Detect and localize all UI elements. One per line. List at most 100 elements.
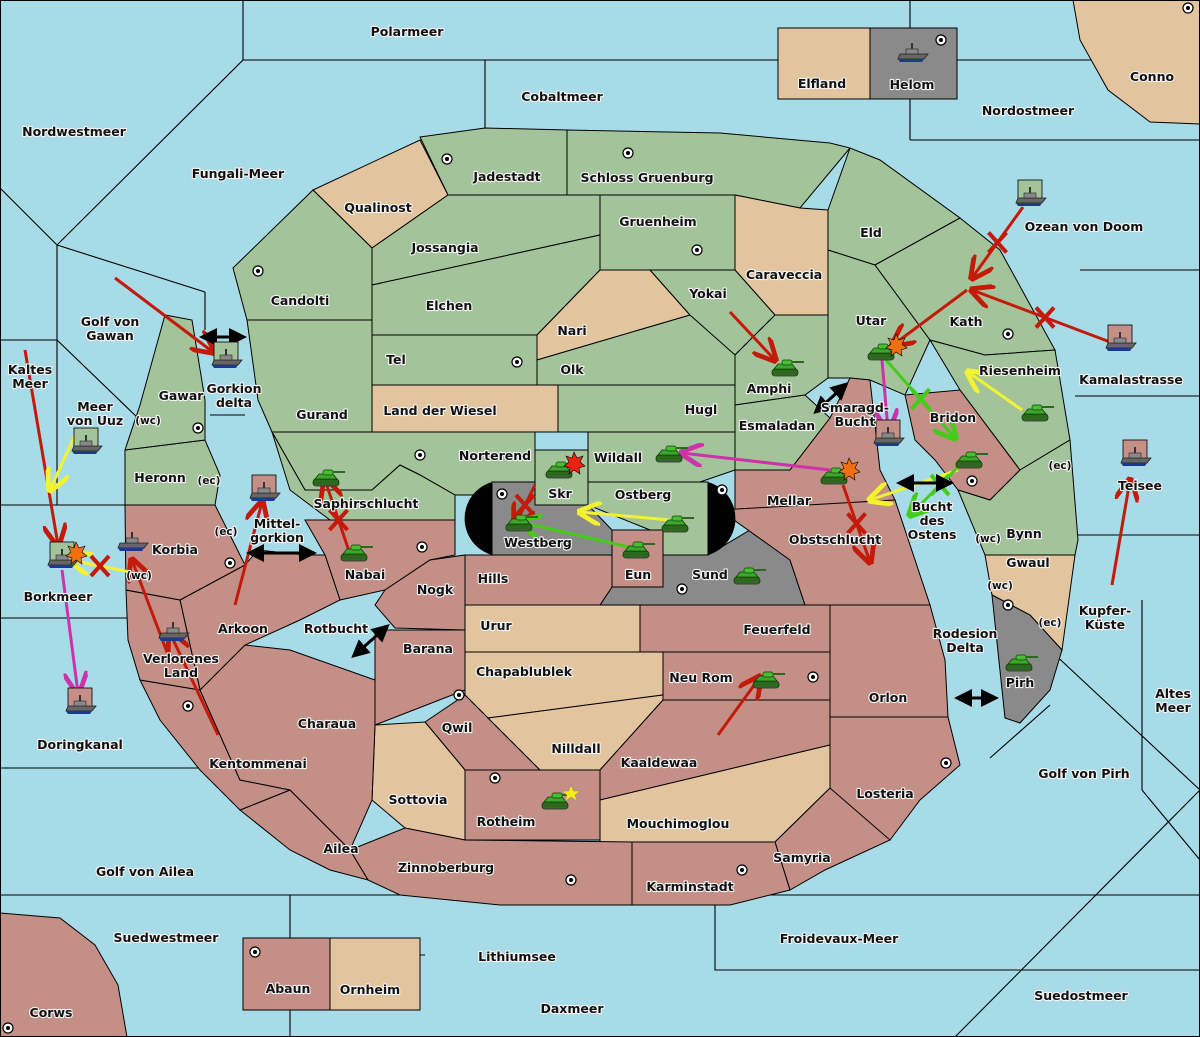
order-arrow-magenta — [60, 569, 78, 693]
territory-pirh[interactable] — [991, 594, 1063, 724]
territory-conno[interactable] — [1072, 0, 1200, 125]
territory-corws[interactable] — [0, 912, 128, 1037]
label-altes: Altes — [1155, 686, 1191, 701]
coast-label: (ec) — [198, 475, 221, 487]
supply-center-icon — [441, 153, 453, 165]
failed-order-cross-icon — [1034, 306, 1056, 329]
label-des: des — [920, 513, 945, 528]
territory-ornheim[interactable] — [329, 937, 421, 1011]
label-urur: Urur — [480, 618, 512, 633]
order-arrows — [23, 206, 1130, 736]
fleet-icon[interactable] — [211, 341, 243, 369]
dislodged-burst-icon — [563, 451, 586, 475]
coast-label: (ec) — [1049, 460, 1072, 472]
two-way-arrow-icon — [813, 381, 849, 415]
supply-center-icon — [565, 874, 577, 886]
label-qwil: Qwil — [442, 720, 473, 735]
territory-helom[interactable] — [869, 27, 958, 100]
army-icon[interactable] — [867, 333, 908, 361]
supply-center-icon — [935, 34, 947, 46]
order-arrow-red — [132, 560, 172, 661]
label-samyria: Samyria — [773, 850, 831, 865]
fleet-icon[interactable] — [47, 541, 88, 569]
territory-candolti[interactable] — [232, 189, 373, 321]
label-meer: Meer — [12, 376, 48, 391]
fleet-icon[interactable] — [873, 419, 905, 447]
territory-karminstadt[interactable] — [631, 841, 791, 906]
order-arrow-red — [170, 633, 220, 736]
label-gorkion: Gorkion — [206, 381, 261, 396]
label-riesenheim: Riesenheim — [979, 363, 1061, 378]
label-pirh: Pirh — [1006, 675, 1035, 690]
label-mouchimoglou: Mouchimoglou — [627, 816, 730, 831]
label-qualinost: Qualinost — [344, 200, 411, 215]
territory-rotheim[interactable] — [464, 769, 601, 841]
label-rodesion: Rodesion — [933, 626, 998, 641]
army-icon[interactable] — [541, 784, 581, 810]
army-icon[interactable] — [545, 451, 586, 479]
territory-orlon[interactable] — [829, 604, 949, 718]
fleet-icon[interactable] — [65, 687, 97, 715]
order-arrow-red — [1110, 480, 1130, 586]
label-borkmeer: Borkmeer — [24, 589, 94, 604]
label-froidevaux-meer: Froidevaux-Meer — [780, 931, 899, 946]
sea-border — [1049, 649, 1200, 791]
fleet-icon[interactable] — [249, 474, 281, 502]
label-amphi: Amphi — [747, 381, 792, 396]
fleet-icon[interactable] — [1105, 324, 1137, 352]
supply-center-icon — [489, 772, 501, 784]
supply-center-icon — [249, 946, 261, 958]
label-candolti: Candolti — [271, 293, 330, 308]
supply-center-icon — [416, 541, 428, 553]
supply-center-icon — [691, 244, 703, 256]
fleet-icon[interactable] — [1015, 179, 1047, 207]
label-smaragd: Smaragd- — [821, 400, 889, 415]
fleet-icon[interactable] — [1120, 439, 1152, 467]
label-hugl: Hugl — [685, 402, 718, 417]
label-ozean-von-doom: Ozean von Doom — [1025, 219, 1144, 234]
territory-gruenheim[interactable] — [599, 194, 736, 271]
fleet-icon[interactable] — [71, 427, 103, 455]
label-gruenheim: Gruenheim — [619, 214, 696, 229]
label-charaua: Charaua — [298, 716, 356, 731]
label-helom: Helom — [890, 77, 935, 92]
label-obstschlucht: Obstschlucht — [789, 532, 881, 547]
order-arrow-red — [893, 288, 968, 345]
label-golf-von-pirh: Golf von Pirh — [1038, 766, 1129, 781]
failed-order-cross-icon — [910, 387, 931, 411]
label-jossangia: Jossangia — [410, 240, 478, 255]
dislodged-burst-icon — [838, 457, 861, 481]
order-arrow-yellow — [50, 434, 77, 490]
order-arrow-green — [520, 522, 634, 550]
label-hills: Hills — [478, 571, 509, 586]
territory-charaua[interactable] — [199, 644, 376, 851]
label-kupfer: Kupfer- — [1079, 603, 1132, 618]
territory-hills[interactable] — [464, 554, 613, 606]
territory-zinnoberburg[interactable] — [349, 827, 633, 906]
coast-label: (wc) — [126, 570, 152, 582]
supply-center-icon — [511, 356, 523, 368]
label-zinnoberburg: Zinnoberburg — [398, 860, 494, 875]
label-suedwestmeer: Suedwestmeer — [114, 930, 220, 945]
supply-center-icon — [1182, 2, 1194, 14]
label-skr: Skr — [548, 486, 572, 501]
supply-center-icon — [414, 449, 426, 461]
label-sund: Sund — [692, 567, 728, 582]
supply-center-icon — [1002, 328, 1014, 340]
failed-order-cross-icon — [514, 493, 536, 517]
label-conno: Conno — [1130, 69, 1175, 84]
label-barana: Barana — [403, 641, 453, 656]
label-karminstadt: Karminstadt — [646, 879, 733, 894]
order-arrow-red — [728, 310, 775, 360]
label-eun: Eun — [625, 567, 651, 582]
coast-label: (wc) — [135, 415, 161, 427]
label-kath: Kath — [950, 314, 983, 329]
label-korbia: Korbia — [152, 542, 198, 557]
label-teisee: Teisee — [1118, 478, 1162, 493]
label-gawar: Gawar — [159, 388, 205, 403]
sea-border — [1141, 789, 1200, 861]
army-icon[interactable] — [820, 457, 861, 485]
